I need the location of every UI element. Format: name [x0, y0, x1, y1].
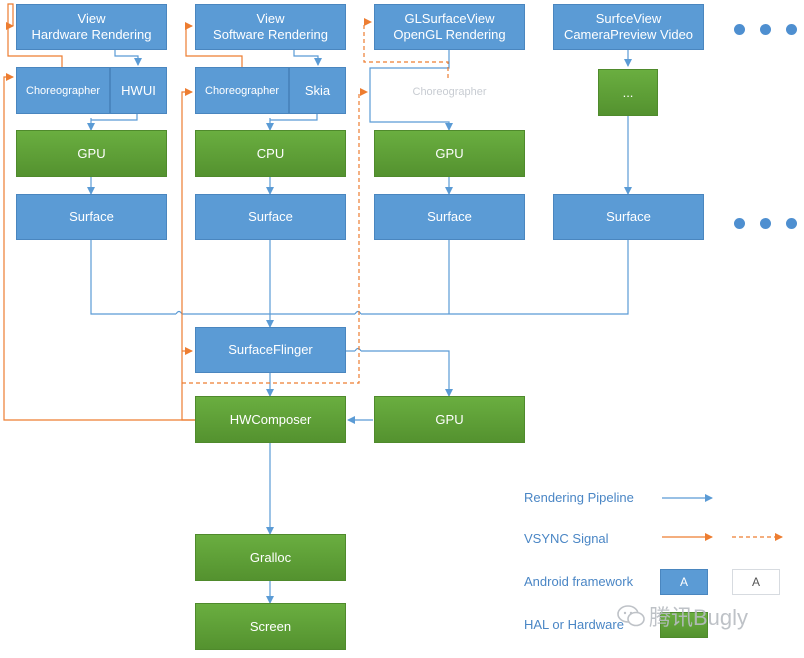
- screen-box: Screen: [195, 603, 346, 650]
- legend-framework-swatch: A: [660, 569, 708, 595]
- legend-ghost-swatch: A: [732, 569, 780, 595]
- gpu-3-label: GPU: [435, 145, 464, 161]
- ellipsis-box: ...: [598, 69, 658, 116]
- legend-rendering-pipeline: Rendering Pipeline: [524, 490, 634, 505]
- gpu-1-label: GPU: [77, 145, 106, 161]
- legend-swatch-a1-label: A: [679, 575, 688, 589]
- surface-box-3: Surface: [374, 194, 525, 240]
- watermark-text: 腾讯Bugly: [649, 605, 749, 630]
- view-software-rendering-box: View Software Rendering: [195, 4, 346, 50]
- screen-label: Screen: [249, 618, 292, 634]
- arrow-viewhw-hwui: [114, 50, 142, 66]
- choreographer-1-label: Choreographer: [26, 84, 100, 97]
- surfaceflinger-box: SurfaceFlinger: [195, 327, 346, 373]
- surface-box-1: Surface: [16, 194, 167, 240]
- gpu-right-label: GPU: [435, 411, 464, 427]
- ellipsis-label: ...: [622, 84, 634, 100]
- surface-3-label: Surface: [427, 209, 472, 224]
- glsurface-line1: GLSurfaceView: [404, 11, 495, 26]
- continuation-dot: [760, 218, 771, 229]
- arrow-gl-gpu: [369, 50, 453, 131]
- continuation-dot: [734, 24, 745, 35]
- legend-hal-swatch: [660, 612, 708, 638]
- vsync-to-choreographer2: [181, 88, 195, 421]
- hwcomposer-label: HWComposer: [229, 411, 312, 427]
- gpu-box-3: GPU: [374, 130, 525, 177]
- surface-4-label: Surface: [606, 209, 651, 224]
- skia-label: Skia: [304, 82, 331, 98]
- choreographer-3-label: Choreographer: [412, 86, 487, 98]
- legend-android-framework: Android framework: [524, 574, 634, 589]
- surfceview-line1: SurfceView: [595, 11, 662, 26]
- continuation-dot: [760, 24, 771, 35]
- watermark: 腾讯Bugly: [617, 600, 748, 632]
- view-sw-line1: View: [256, 11, 285, 26]
- hwui-label: HWUI: [121, 82, 156, 98]
- gpu-box-1: GPU: [16, 130, 167, 177]
- view-hw-line2: Hardware Rendering: [31, 27, 152, 42]
- choreographer-box-2: Choreographer: [195, 67, 289, 114]
- vsync-dashed-choreographer3: [182, 88, 368, 384]
- gralloc-label: Gralloc: [249, 549, 292, 565]
- view-hardware-rendering-box: View Hardware Rendering: [16, 4, 167, 50]
- arrow-surfaceflinger-gpu: [361, 350, 453, 397]
- gpu-box-right: GPU: [374, 396, 525, 443]
- skia-box: Skia: [289, 67, 346, 114]
- glsurfaceview-box: GLSurfaceView OpenGL Rendering: [374, 4, 525, 50]
- surface-1-label: Surface: [69, 209, 114, 224]
- surfaceflinger-label: SurfaceFlinger: [228, 342, 313, 357]
- vsync-choreographer2-view: [185, 22, 243, 68]
- cpu-label: CPU: [256, 145, 285, 161]
- gralloc-box: Gralloc: [195, 534, 346, 581]
- surface-2-label: Surface: [248, 209, 293, 224]
- surface-box-2: Surface: [195, 194, 346, 240]
- continuation-dot: [734, 218, 745, 229]
- continuation-dot: [786, 24, 797, 35]
- wechat-icon: [617, 605, 645, 627]
- glsurface-line2: OpenGL Rendering: [393, 27, 506, 42]
- view-sw-line2: Software Rendering: [213, 27, 328, 42]
- surfceview-line2: CameraPreview Video: [563, 27, 694, 42]
- surfceview-box: SurfceView CameraPreview Video: [553, 4, 704, 50]
- legend-vsync-signal: VSYNC Signal: [524, 531, 609, 546]
- hwcomposer-box: HWComposer: [195, 396, 346, 443]
- cpu-box: CPU: [195, 130, 346, 177]
- choreographer-box-1: Choreographer: [16, 67, 110, 114]
- legend-swatch-a2-label: A: [751, 575, 760, 589]
- hwui-box: HWUI: [110, 67, 167, 114]
- surface-box-4: Surface: [553, 194, 704, 240]
- arrow-viewsw-skia: [293, 50, 322, 66]
- vsync-dashed-glsurface: [363, 18, 449, 78]
- choreographer-2-label: Choreographer: [205, 84, 279, 97]
- vsync-to-choreographer1: [3, 73, 195, 421]
- choreographer-box-3: Choreographer: [374, 70, 525, 114]
- continuation-dot: [786, 218, 797, 229]
- view-hw-line1: View: [77, 11, 106, 26]
- legend-hal-hardware: HAL or Hardware: [524, 617, 624, 632]
